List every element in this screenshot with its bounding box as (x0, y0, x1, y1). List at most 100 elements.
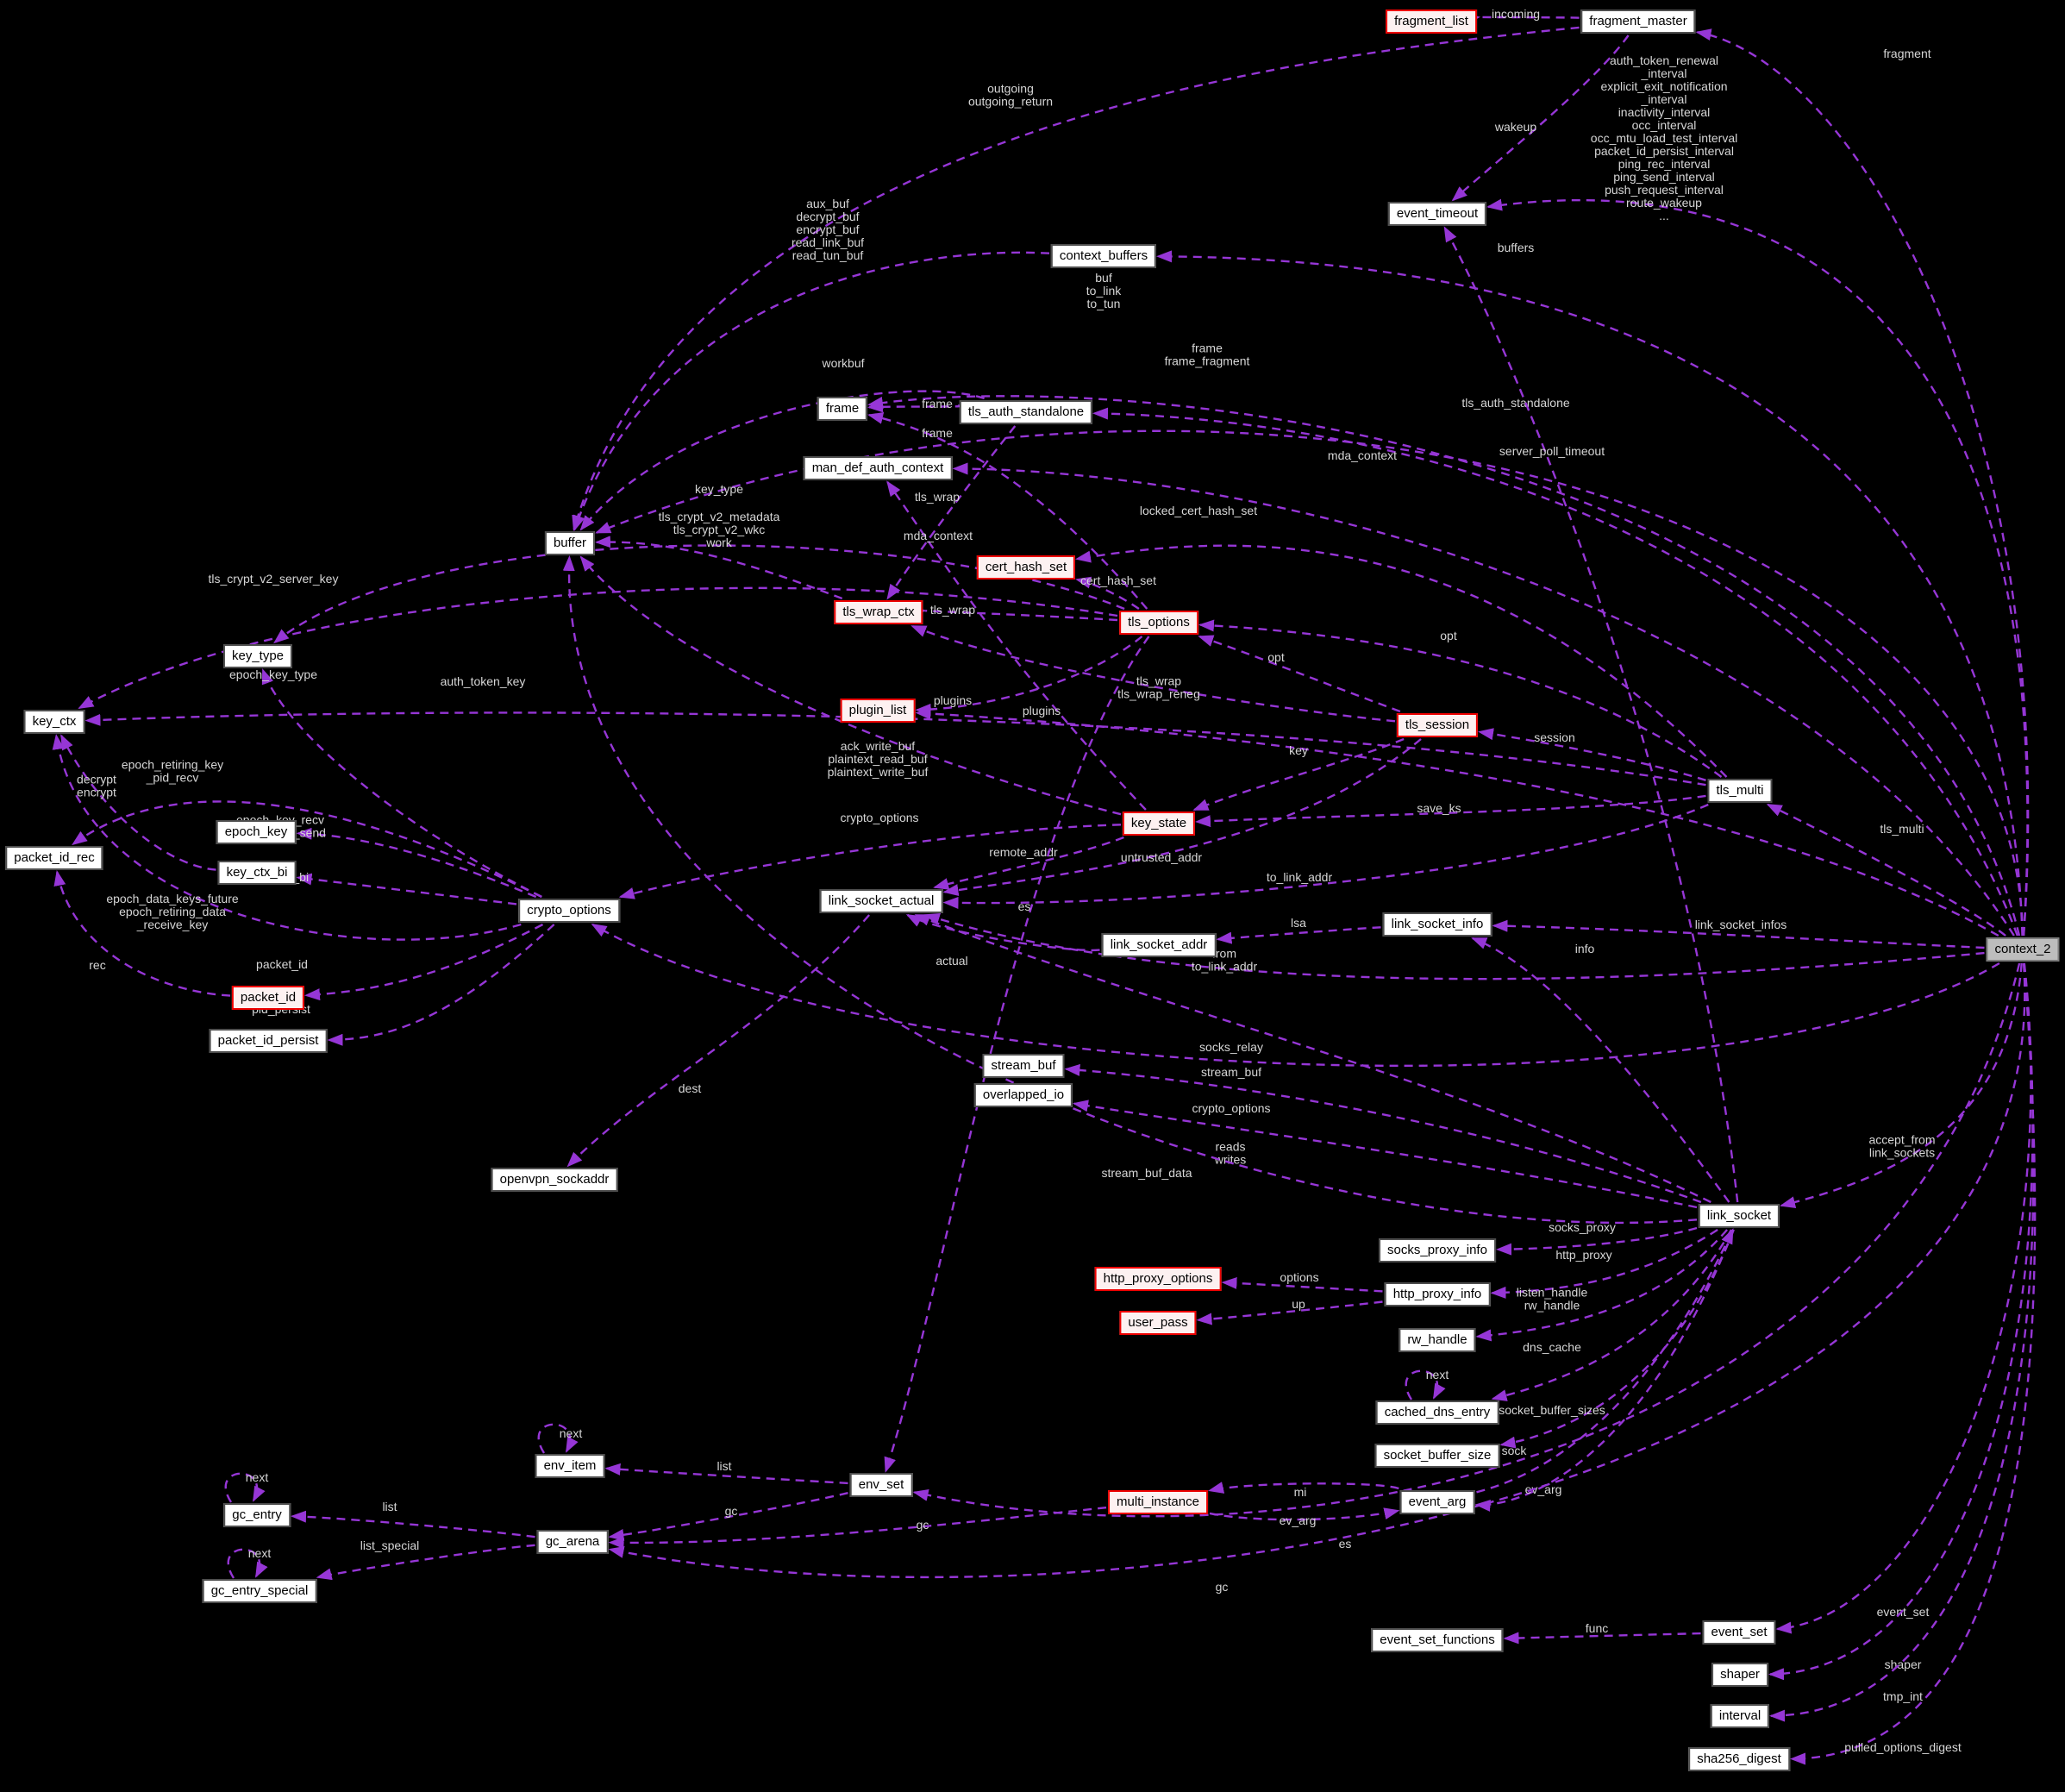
node-packet_id_rec[interactable]: packet_id_rec (5, 846, 103, 870)
edge-tls_options-cert_hash_set (1075, 576, 1140, 610)
node-man_def_auth_context[interactable]: man_def_auth_context (803, 456, 953, 480)
edge-label-multi_instance-event_arg: ev_arg (1280, 1513, 1317, 1527)
node-tls_auth_standalone[interactable]: tls_auth_standalone (959, 400, 1093, 424)
node-key_ctx_bi[interactable]: key_ctx_bi (217, 861, 297, 885)
edge-label-link_socket_actual-openvpn_sockaddr: dest (679, 1081, 702, 1095)
edge-link_socket-cached_dns_entry (1491, 1229, 1733, 1401)
edge-context_2-sha256_digest (1790, 962, 2037, 1765)
node-env_set[interactable]: env_set (849, 1473, 913, 1497)
node-link_socket_info[interactable]: link_socket_info (1382, 912, 1492, 937)
node-gc_entry_special[interactable]: gc_entry_special (202, 1579, 317, 1603)
edge-label-context_2-tls_auth_standalone: tls_auth_standalone (1461, 396, 1570, 410)
edge-tls_multi-tls_session (1478, 728, 1706, 781)
node-tls_options[interactable]: tls_options (1119, 611, 1198, 635)
edge-link_socket-link_socket_info (1471, 937, 1730, 1203)
node-cached_dns_entry[interactable]: cached_dns_entry (1375, 1400, 1499, 1425)
edge-label-link_socket-link_socket_info: info (1575, 942, 1595, 956)
edge-packet_id-packet_id_rec (53, 870, 231, 997)
node-overlapped_io[interactable]: overlapped_io (973, 1083, 1073, 1107)
node-openvpn_sockaddr[interactable]: openvpn_sockaddr (491, 1168, 618, 1192)
node-event_set[interactable]: event_set (1702, 1620, 1776, 1645)
edge-label-context_2-interval: tmp_int (1883, 1689, 1923, 1703)
edge-tls_options-frame (867, 412, 1148, 610)
edge-event_set-event_set_functions (1503, 1632, 1701, 1645)
edge-label-event_set-event_set_functions: func (1586, 1621, 1608, 1635)
edge-label-context_2-shaper: shaper (1885, 1657, 1922, 1671)
node-context_buffers[interactable]: context_buffers (1050, 244, 1157, 268)
node-link_socket_actual[interactable]: link_socket_actual (819, 889, 943, 913)
node-packet_id[interactable]: packet_id (231, 986, 305, 1010)
node-key_type[interactable]: key_type (222, 644, 293, 668)
edge-tls_wrap_ctx-buffer (595, 536, 843, 600)
node-shaper[interactable]: shaper (1711, 1663, 1768, 1687)
node-socket_buffer_size[interactable]: socket_buffer_size (1374, 1444, 1500, 1468)
node-multi_instance[interactable]: multi_instance (1108, 1490, 1208, 1514)
node-gc_entry[interactable]: gc_entry (223, 1503, 291, 1527)
edge-context_2-plugin_list (915, 707, 1999, 937)
edge-link_socket-stream_buf (1064, 1063, 1702, 1204)
edge-tls_multi-link_socket_actual (942, 803, 1709, 909)
node-env_item[interactable]: env_item (535, 1454, 605, 1478)
edge-label-multi_instance-gc_arena: gc (917, 1518, 929, 1532)
edge-context_2-link_socket (1780, 962, 2023, 1208)
node-frame[interactable]: frame (817, 397, 868, 421)
edge-label-context_2-plugin_list: plugins (1023, 704, 1061, 717)
edge-key_state-buffer (579, 555, 1122, 816)
node-packet_id_persist[interactable]: packet_id_persist (209, 1029, 328, 1053)
node-stream_buf[interactable]: stream_buf (982, 1054, 1065, 1078)
node-http_proxy_info[interactable]: http_proxy_info (1384, 1282, 1491, 1306)
edge-gc_arena-gc_entry (291, 1510, 535, 1538)
edge-label-crypto_options-packet_id_rec: epoch_retiring_key_pid_recv (122, 758, 223, 785)
edge-label-tls_options-key_type: key_type (695, 482, 743, 496)
node-plugin_list[interactable]: plugin_list (840, 699, 916, 723)
edge-crypto_options-epoch_key (296, 827, 537, 899)
edge-fragment_master-buffer (572, 26, 1580, 531)
node-tls_multi[interactable]: tls_multi (1707, 779, 1773, 803)
edge-key_state-crypto_options (618, 824, 1122, 899)
edge-context_2-link_socket_info (1492, 919, 1985, 949)
node-rw_handle[interactable]: rw_handle (1399, 1328, 1476, 1352)
edge-label-cached_dns_entry-cached_dns_entry: next (1426, 1368, 1449, 1382)
node-fragment_list[interactable]: fragment_list (1386, 9, 1477, 34)
node-key_state[interactable]: key_state (1122, 811, 1196, 836)
edge-label-context_2-tls_multi: tls_multi (1880, 822, 1924, 836)
edge-context_2-frame (867, 395, 2021, 937)
edge-label-tls_multi-tls_options: opt (1440, 629, 1457, 642)
edge-http_proxy_info-http_proxy_options (1221, 1276, 1383, 1293)
node-user_pass[interactable]: user_pass (1119, 1311, 1197, 1335)
edge-tls_options-env_set (884, 636, 1150, 1473)
node-crypto_options[interactable]: crypto_options (518, 899, 620, 923)
node-sha256_digest[interactable]: sha256_digest (1688, 1747, 1790, 1771)
edge-context_2-event_set (1775, 962, 2032, 1634)
edge-label-tls_multi-key_state: save_ks (1417, 801, 1461, 815)
node-tls_wrap_ctx[interactable]: tls_wrap_ctx (834, 600, 923, 624)
node-event_timeout[interactable]: event_timeout (1387, 202, 1487, 226)
node-event_set_functions[interactable]: event_set_functions (1371, 1628, 1504, 1652)
node-gc_arena[interactable]: gc_arena (536, 1530, 609, 1554)
edge-label-tls_multi-cert_hash_set: locked_cert_hash_set (1140, 504, 1257, 517)
node-context_2[interactable]: context_2 (1986, 937, 2060, 962)
node-buffer[interactable]: buffer (544, 531, 596, 555)
edge-context_2-buffer (595, 429, 2024, 937)
edge-tls_session-link_socket_actual (942, 738, 1422, 897)
edge-tls_options-tls_wrap_ctx (910, 605, 1118, 622)
node-event_arg[interactable]: event_arg (1399, 1490, 1475, 1514)
node-cert_hash_set[interactable]: cert_hash_set (976, 555, 1076, 580)
node-fragment_master[interactable]: fragment_master (1580, 9, 1696, 34)
edge-link_socket-rw_handle (1475, 1229, 1729, 1342)
node-epoch_key[interactable]: epoch_key (216, 820, 297, 844)
edge-context_2-fragment_master (1695, 28, 2030, 937)
node-key_ctx[interactable]: key_ctx (23, 710, 85, 734)
edge-label-tls_options-frame: frame (922, 426, 953, 440)
node-link_socket[interactable]: link_socket (1698, 1204, 1780, 1228)
node-link_socket_addr[interactable]: link_socket_addr (1101, 933, 1217, 957)
edge-context_2-env_set (912, 962, 2021, 1518)
edge-gc_entry_special-gc_entry_special (227, 1548, 268, 1579)
node-tls_session[interactable]: tls_session (1396, 713, 1479, 737)
node-interval[interactable]: interval (1710, 1704, 1770, 1728)
node-http_proxy_options[interactable]: http_proxy_options (1094, 1267, 1222, 1291)
node-socks_proxy_info[interactable]: socks_proxy_info (1379, 1238, 1496, 1263)
